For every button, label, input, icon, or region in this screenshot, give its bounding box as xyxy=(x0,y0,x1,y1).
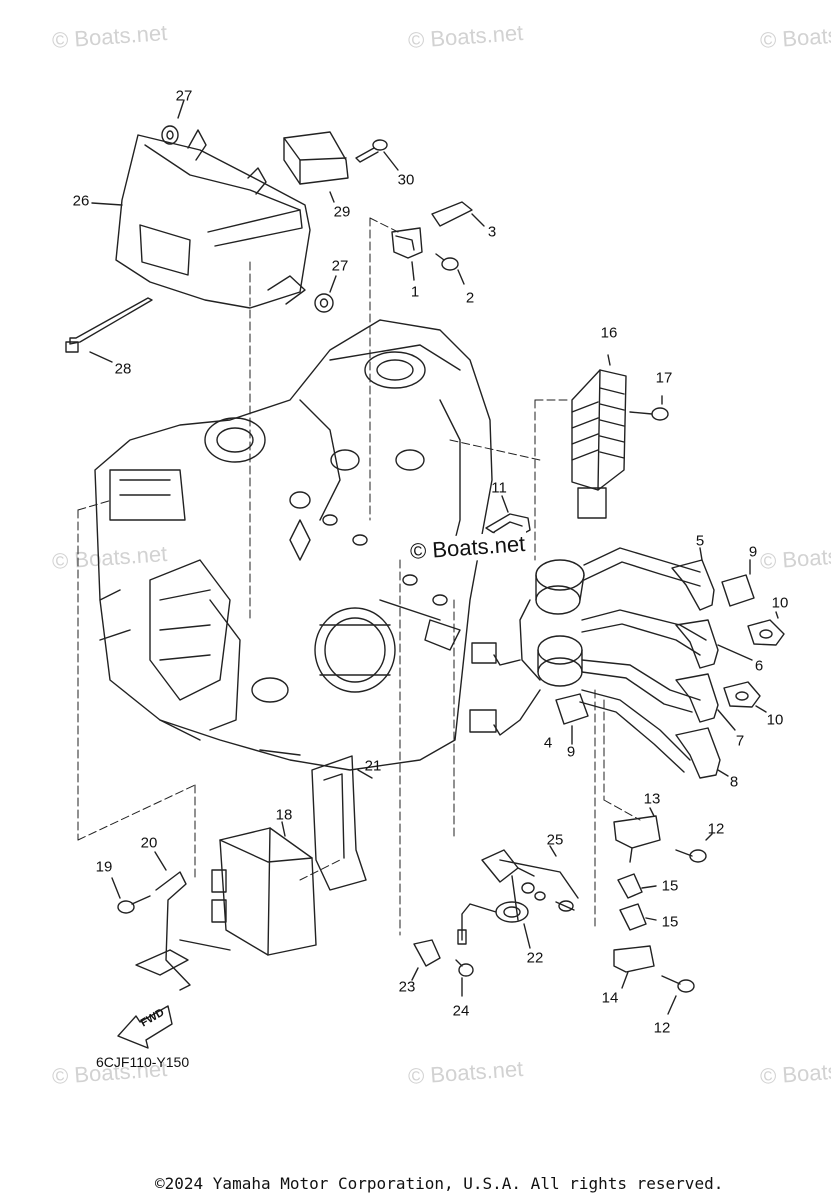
copyright-footer: ©2024 Yamaha Motor Corporation, U.S.A. A… xyxy=(155,1174,724,1193)
spark-plug-cap-part xyxy=(675,727,729,779)
sensor-part xyxy=(481,845,579,921)
fwd-arrow xyxy=(117,1005,173,1049)
callout-label: 21 xyxy=(364,757,382,775)
bracket-part xyxy=(613,807,661,863)
callout-label: 5 xyxy=(695,532,705,550)
callout-label: 17 xyxy=(655,369,673,387)
bolt-part xyxy=(455,959,474,997)
callout-label: 10 xyxy=(766,711,784,729)
bracket-part xyxy=(613,945,655,989)
callout-label: 19 xyxy=(95,858,113,876)
clamp-part xyxy=(411,939,441,981)
callout-label: 7 xyxy=(735,732,745,750)
engine-block xyxy=(94,319,493,771)
electrical-cover-part xyxy=(91,129,311,309)
callout-label: 27 xyxy=(331,257,349,275)
holder-part xyxy=(721,559,755,607)
callout-label: 27 xyxy=(175,87,193,105)
callout-label: 9 xyxy=(748,543,758,561)
callout-label: 8 xyxy=(729,773,739,791)
callout-label: 1 xyxy=(410,283,420,301)
callout-label: 20 xyxy=(140,834,158,852)
holder-part xyxy=(431,201,485,227)
spark-plug-cap-part xyxy=(675,619,753,669)
ignition-coil-part xyxy=(469,559,585,736)
clip-part xyxy=(617,873,657,899)
callout-label: 12 xyxy=(653,1019,671,1037)
spark-plug-cap-part xyxy=(675,673,736,731)
bolt-part xyxy=(629,395,669,421)
rectifier-regulator-part xyxy=(571,354,627,519)
bolt-part xyxy=(111,877,151,914)
callout-label: 23 xyxy=(398,978,416,996)
callout-label: 25 xyxy=(546,831,564,849)
cable-tie-part xyxy=(65,297,153,363)
bracket-part xyxy=(391,227,423,281)
callout-label: 6 xyxy=(754,657,764,675)
diagram-code: 6CJF110-Y150 xyxy=(96,1054,190,1070)
bolt-part xyxy=(355,139,399,171)
spark-plug-cap-part xyxy=(671,547,715,611)
callout-label: 18 xyxy=(275,806,293,824)
clip-part xyxy=(619,903,657,931)
bolt-part xyxy=(675,833,713,863)
relay-part xyxy=(283,131,349,203)
callout-label: 28 xyxy=(114,360,132,378)
bracket-assy-part xyxy=(135,851,231,991)
callout-label: 15 xyxy=(661,913,679,931)
cdi-unit-part xyxy=(211,821,317,956)
bolt-part xyxy=(435,253,465,285)
callout-label: 2 xyxy=(465,289,475,307)
callout-label: 4 xyxy=(543,734,553,752)
spark-plug-lead xyxy=(579,547,707,773)
bracket-part xyxy=(311,755,373,891)
holder-part xyxy=(555,693,589,745)
callout-label: 24 xyxy=(452,1002,470,1020)
callout-label: 3 xyxy=(487,223,497,241)
callout-label: 13 xyxy=(643,790,661,808)
clip-part xyxy=(723,681,767,713)
callout-label: 12 xyxy=(707,820,725,838)
grommet-part xyxy=(314,275,337,313)
callout-label: 10 xyxy=(771,594,789,612)
callout-label: 29 xyxy=(333,203,351,221)
callout-label: 30 xyxy=(397,171,415,189)
callout-label: 15 xyxy=(661,877,679,895)
callout-label: 14 xyxy=(601,989,619,1007)
callout-label: 16 xyxy=(600,324,618,342)
grommet-part xyxy=(161,99,185,145)
boot-part xyxy=(457,901,531,949)
callout-label: 26 xyxy=(72,192,90,210)
callout-label: 9 xyxy=(566,743,576,761)
callout-label: 11 xyxy=(491,479,507,497)
callout-label: 22 xyxy=(526,949,544,967)
bolt-part xyxy=(661,975,695,1015)
clip-part xyxy=(747,611,785,646)
